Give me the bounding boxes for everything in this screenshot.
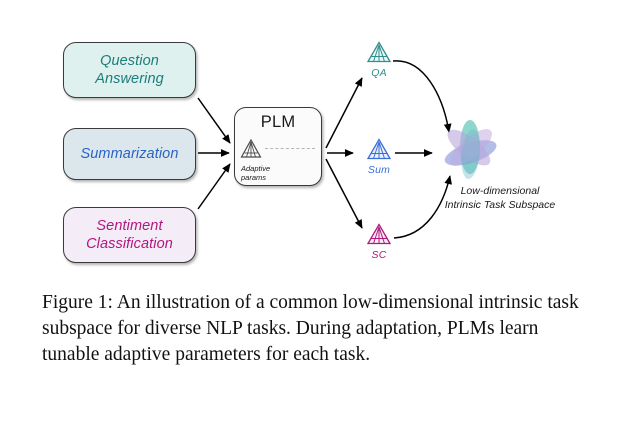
task-box-question-answering[interactable]: Question Answering (63, 42, 196, 98)
arrow-sc-to-subspace (393, 175, 452, 239)
task-triangle-icon (366, 223, 392, 245)
arrow-sentiment-to-plm (197, 163, 231, 210)
subspace-label-line2: Intrinsic Task Subspace (444, 199, 556, 212)
subspace-label-line1: Low-dimensional (460, 185, 540, 197)
arrow-qa-to-plm (197, 97, 231, 144)
output-node-label: QA (371, 67, 387, 79)
output-node-label: SC (371, 249, 387, 261)
output-node-label: Sum (367, 164, 391, 176)
task-box-label: Sentiment Classification (86, 217, 173, 252)
task-triangle-icon (366, 41, 392, 63)
task-triangle-icon (366, 138, 392, 160)
arrow-qa-to-subspace (392, 60, 452, 133)
output-node-sc[interactable]: SC (357, 223, 401, 261)
output-node-qa[interactable]: QA (357, 41, 401, 79)
adaptive-params-triangle-icon (240, 138, 262, 158)
task-box-label: Question Answering (95, 52, 164, 87)
arrow-plm-to-qa (325, 77, 363, 149)
plm-dashed-divider (265, 148, 315, 149)
figure-caption: Figure 1: An illustration of a common lo… (42, 292, 579, 365)
subspace-flower-icon (444, 120, 497, 179)
output-node-sum[interactable]: Sum (357, 138, 401, 176)
plm-box[interactable]: PLM Adaptive params (234, 107, 322, 186)
subspace-label: Low-dimensional Intrinsic Task Subspace (416, 184, 584, 212)
task-box-summarization[interactable]: Summarization (63, 128, 196, 180)
adaptive-params-label: Adaptive params (241, 164, 271, 183)
diagram-connectors (197, 60, 452, 239)
task-box-sentiment-classification[interactable]: Sentiment Classification (63, 207, 196, 263)
plm-title: PLM (260, 113, 296, 131)
arrow-plm-to-sc (325, 158, 363, 229)
diagram-area: Question Answering Summarization Sentime… (63, 41, 584, 263)
adaptive-params-group: Adaptive params (240, 138, 300, 183)
task-box-label: Summarization (80, 145, 179, 162)
